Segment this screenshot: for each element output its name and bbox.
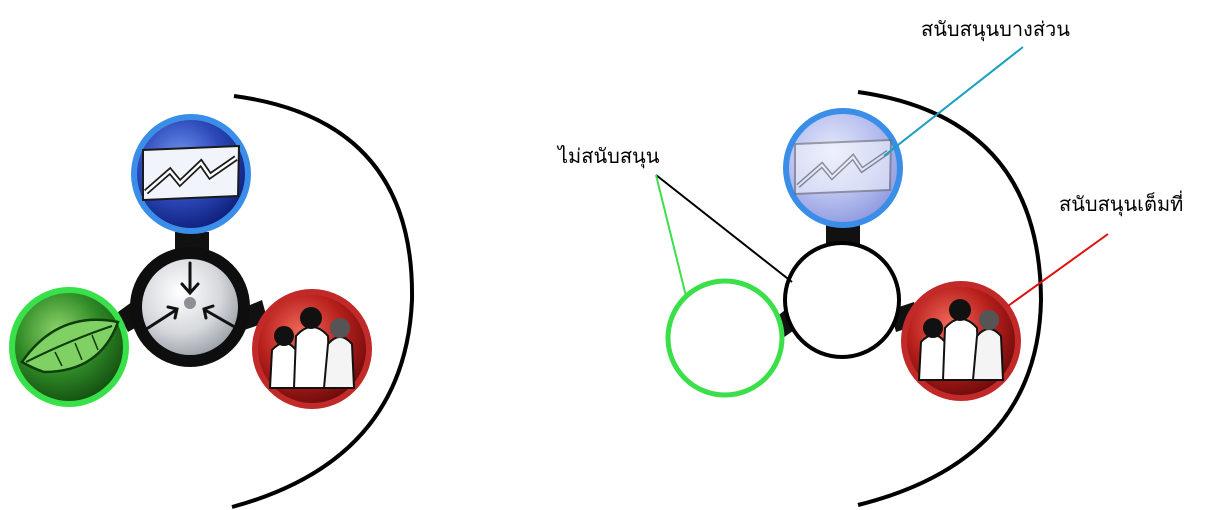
center-dot [184,297,196,309]
right-center-node [785,243,899,357]
right-diagram [656,47,1108,505]
left-environment-node [9,287,129,407]
left-society-node [252,289,372,409]
left-center-node [130,247,250,367]
right-environment-node-empty [668,281,782,395]
no-support-callout-line-black [656,175,792,282]
no-support-label: ไม่สนับสนุน [558,146,659,166]
full-support-callout-line [1008,234,1108,306]
no-support-callout-line-green [656,175,686,296]
left-diagram [9,96,412,507]
right-society-node [901,281,1021,401]
full-support-label: สนับสนุนเต็มที่ [1059,194,1183,214]
rising-graph-icon [795,140,891,194]
rising-graph-icon [143,146,239,200]
left-economy-node [131,114,251,234]
right-economy-node-faded [783,108,903,228]
partial-support-label: สนับสนุนบางส่วน [921,19,1070,39]
